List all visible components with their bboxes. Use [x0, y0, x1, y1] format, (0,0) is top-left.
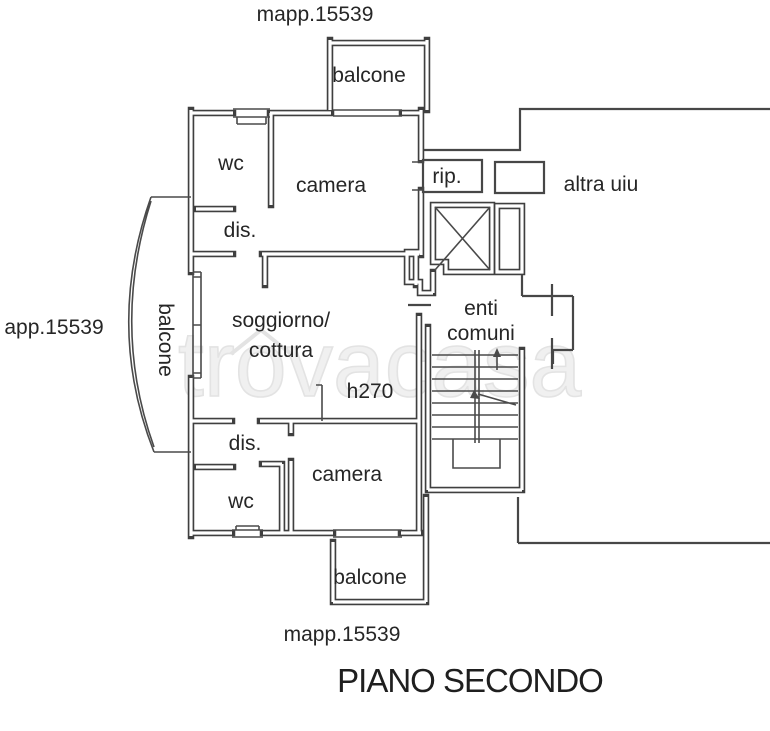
- room-label-altra-uiu: altra uiu: [563, 172, 639, 196]
- room-label-soggiorno: soggiorno/cottura: [232, 306, 330, 366]
- cadastral-label-top: mapp.15539: [256, 2, 374, 26]
- soggiorno-line1: soggiorno/: [231, 309, 331, 332]
- stair-direction-arrow: [470, 348, 501, 399]
- room-label-balcone-top: balcone: [332, 63, 406, 87]
- floor-title: PIANO SECONDO: [337, 662, 604, 700]
- room-label-balcone-bottom: balcone: [333, 565, 407, 589]
- room-label-wc-top: wc: [218, 151, 244, 175]
- watermark-roofed-letter: o: [229, 317, 293, 411]
- enti-line2: comuni: [447, 322, 515, 345]
- soggiorno-line2: cottura: [248, 339, 314, 362]
- room-label-camera-top: camera: [295, 173, 367, 197]
- room-label-rip: rip.: [432, 164, 462, 188]
- room-label-dis-top: dis.: [223, 218, 257, 242]
- cadastral-label-left: app.15539: [4, 315, 104, 339]
- watermark-roof-icon: [229, 327, 293, 356]
- room-label-dis-bottom: dis.: [228, 431, 262, 455]
- note-ceiling-height: h270: [346, 379, 394, 403]
- room-label-wc-bottom: wc: [228, 489, 254, 513]
- thin-details: [127, 108, 518, 538]
- single-walls: [408, 107, 770, 545]
- cadastral-label-bottom: mapp.15539: [283, 622, 401, 646]
- room-label-balcone-left: balcone: [154, 303, 178, 377]
- enti-line1: enti: [464, 297, 498, 320]
- watermark-text-prefix: tr: [177, 312, 235, 416]
- room-label-camera-bottom: camera: [311, 462, 383, 486]
- exterior-walls: [187, 36, 526, 606]
- watermark-text-suffix: vacasa: [286, 312, 582, 416]
